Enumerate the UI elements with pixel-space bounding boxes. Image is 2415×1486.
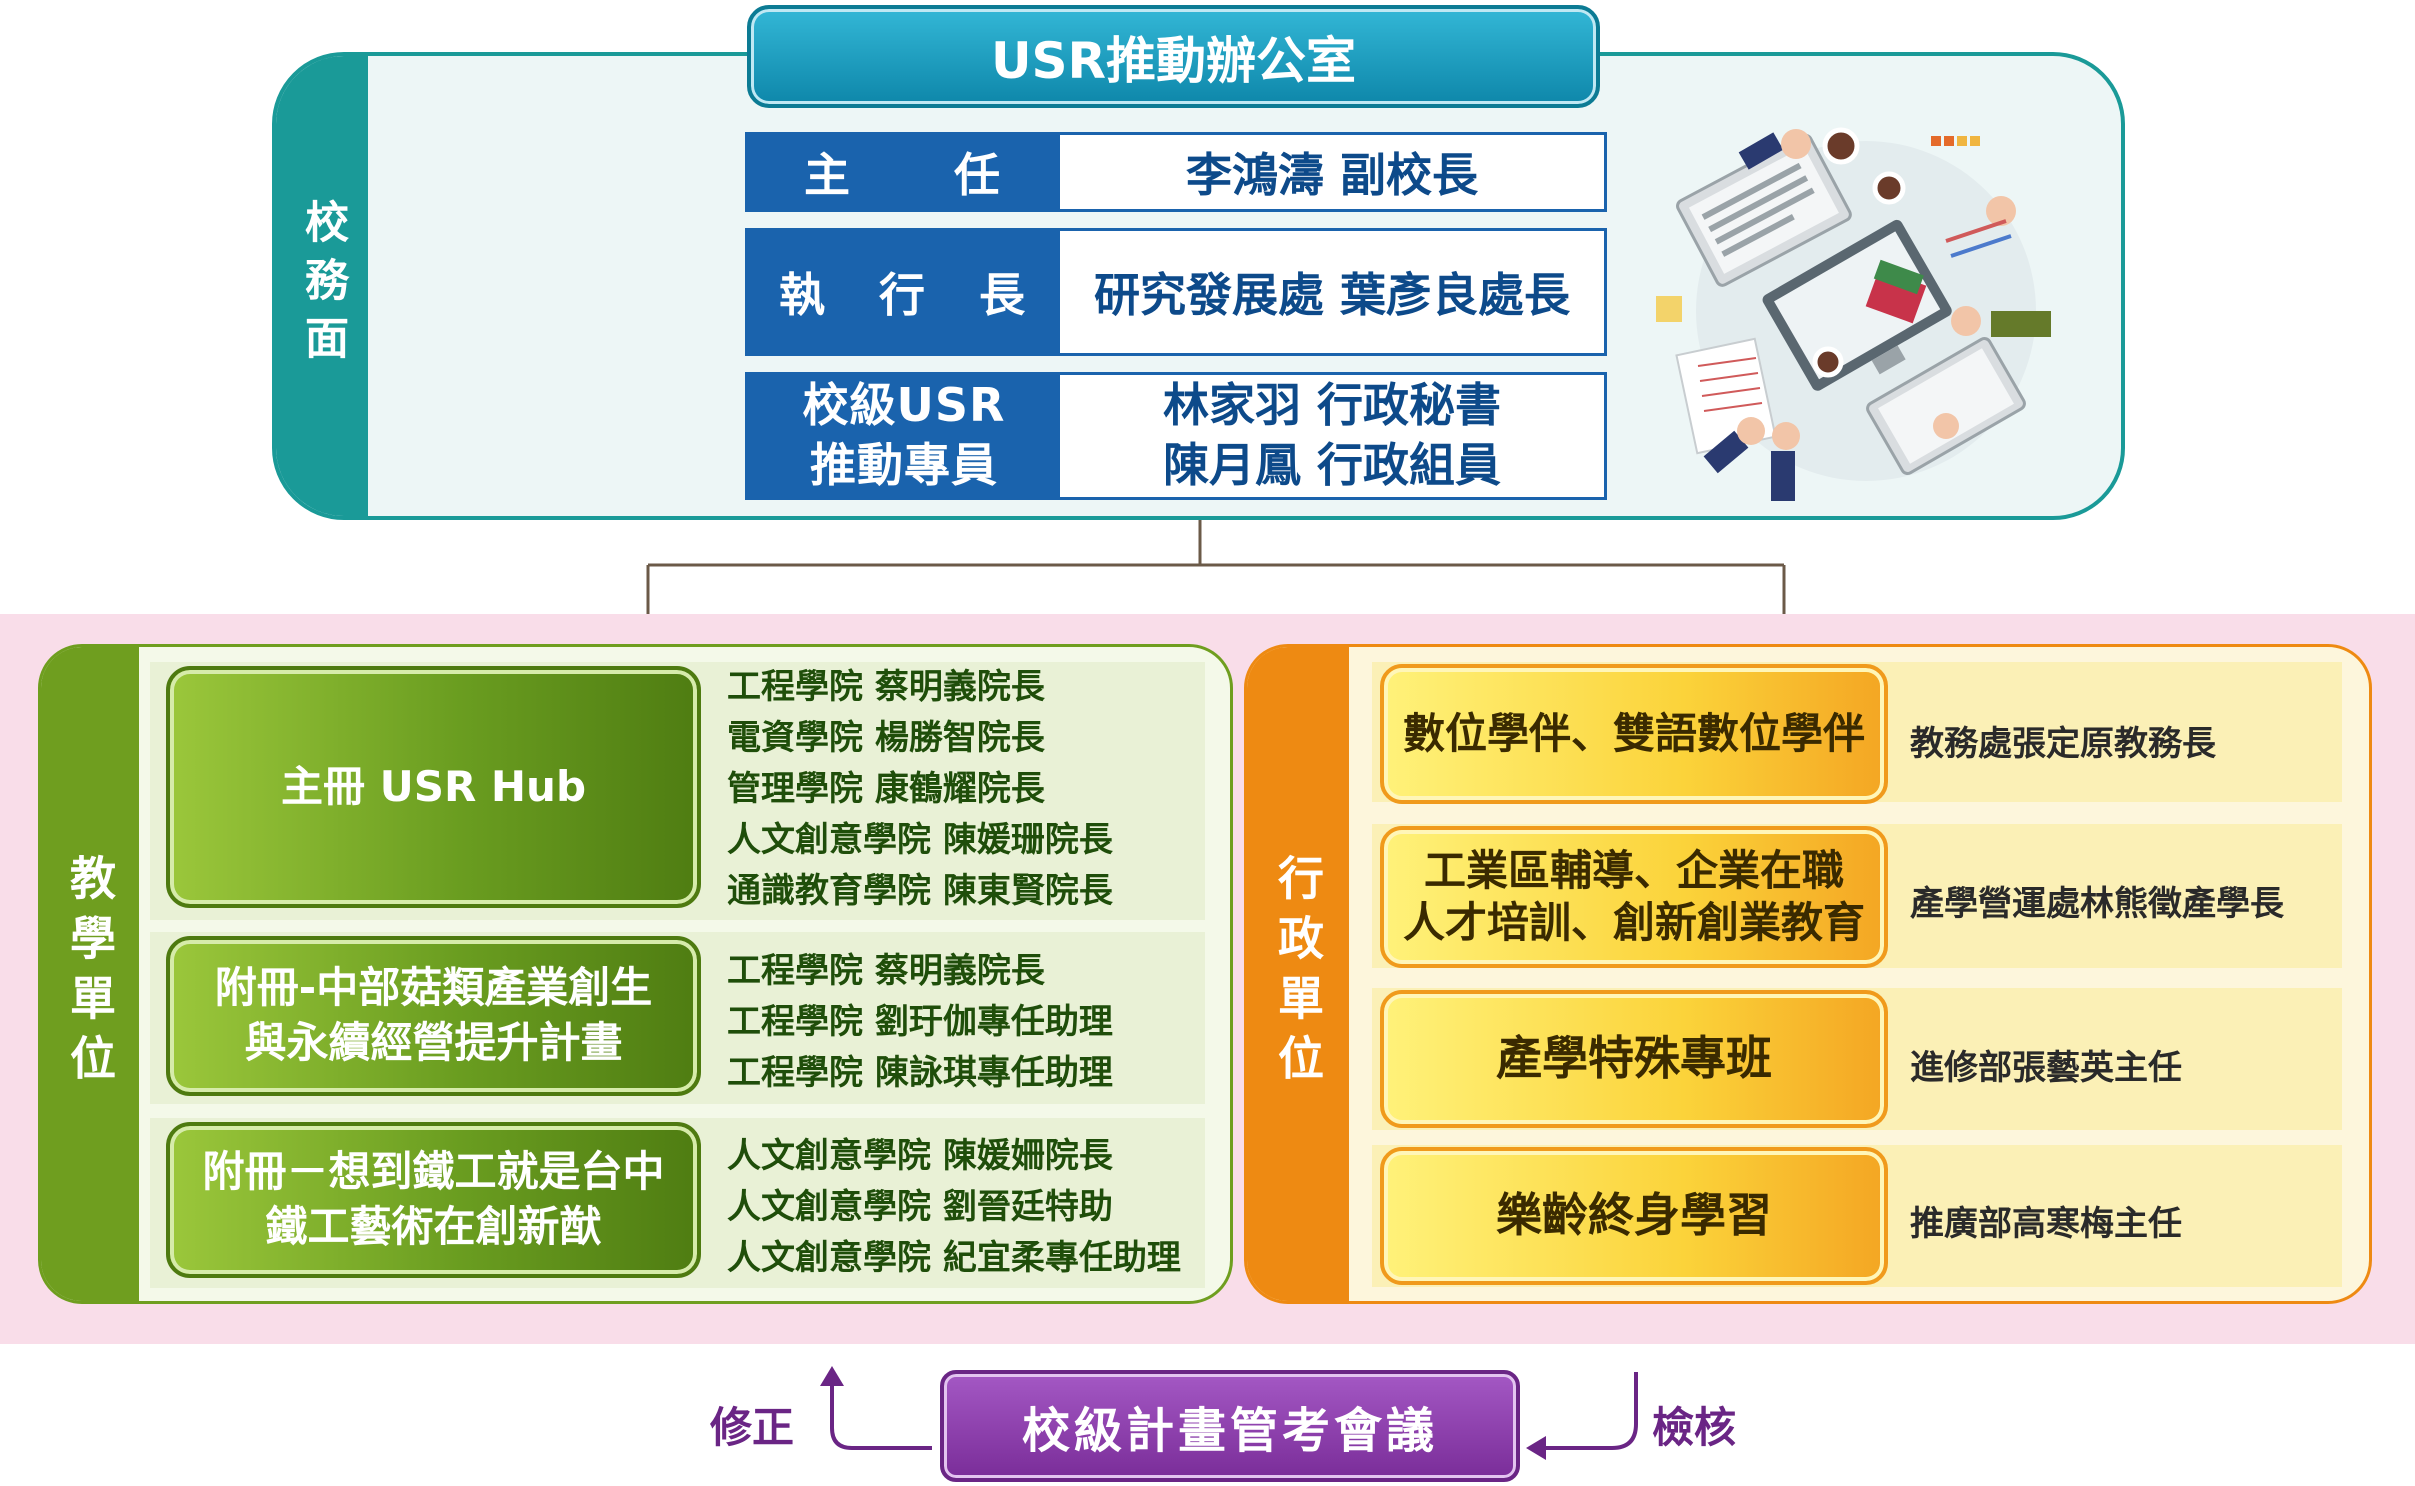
role-value: 李鴻濤 副校長 [1185,148,1478,202]
role-row-ceo: 執 行 長 研究發展處 葉彥良處長 [745,228,1607,356]
admin-item-head: 推廣部高寒梅主任 [1910,1204,2182,1244]
teaching-group-members: 工程學院 蔡明義院長 工程學院 劉玗伽專任助理 工程學院 陳詠琪專任助理 [727,946,1113,1099]
member-name: 工程學院 劉玗伽專任助理 [727,1002,1113,1042]
teaching-group-title: 附冊－想到鐵工就是台中 鐵工藝術在創新猷 [166,1122,701,1278]
review-label: 檢核 [1652,1403,1737,1452]
role-label: 校級USR 推動專員 [748,375,1060,497]
role-value: 研究發展處 葉彥良處長 [1093,268,1570,322]
teaching-group-title: 主冊 USR Hub [166,666,701,908]
member-name: 工程學院 陳詠琪專任助理 [727,1053,1113,1093]
member-name: 管理學院 康鶴耀院長 [727,769,1045,809]
member-name: 工程學院 蔡明義院長 [727,951,1045,991]
member-name: 電資學院 楊勝智院長 [727,718,1045,758]
admin-item-head: 教務處張定原教務長 [1910,724,2216,764]
admin-item-title: 工業區輔導、企業在職 人才培訓、創新創業教育 [1380,826,1888,968]
teaching-side-label: 教學單位 [41,647,139,1301]
admin-item-head: 進修部張藝英主任 [1910,1048,2182,1088]
admin-item-head: 產學營運處林熊徵產學長 [1910,884,2284,924]
revise-label: 修正 [710,1403,795,1452]
role-label: 主 任 [748,135,1060,209]
teaching-group-members: 工程學院 蔡明義院長 電資學院 楊勝智院長 管理學院 康鶴耀院長 人文創意學院 … [727,662,1113,917]
member-name: 人文創意學院 陳媛姍院長 [727,1136,1113,1176]
admin-item-title: 樂齡終身學習 [1380,1147,1888,1285]
member-name: 工程學院 蔡明義院長 [727,667,1045,707]
member-name: 通識教育學院 陳東賢院長 [727,871,1113,911]
admin-side-label: 行政單位 [1247,647,1349,1301]
teaching-group-members: 人文創意學院 陳媛姍院長 人文創意學院 劉晉廷特助 人文創意學院 紀宜柔專任助理 [727,1131,1181,1284]
role-label: 執 行 長 [748,231,1060,353]
admin-item-title: 產學特殊專班 [1380,990,1888,1128]
teaching-group-title: 附冊-中部菇類產業創生 與永續經營提升計畫 [166,936,701,1096]
member-name: 人文創意學院 陳媛珊院長 [727,820,1113,860]
member-name: 人文創意學院 紀宜柔專任助理 [727,1238,1181,1278]
meeting-title: 校級計畫管考會議 [940,1370,1520,1482]
office-side-label: 校務面 [276,56,368,516]
teamwork-illustration [1656,127,2051,501]
office-title: USR推動辦公室 [747,5,1600,108]
role-row-specialist: 校級USR 推動專員 林家羽 行政秘書 陳月鳳 行政組員 [745,372,1607,500]
member-name: 人文創意學院 劉晉廷特助 [727,1187,1113,1227]
admin-item-title: 數位學伴、雙語數位學伴 [1380,664,1888,804]
role-value: 林家羽 行政秘書 陳月鳳 行政組員 [1162,378,1501,492]
role-row-director: 主 任 李鴻濤 副校長 [745,132,1607,212]
